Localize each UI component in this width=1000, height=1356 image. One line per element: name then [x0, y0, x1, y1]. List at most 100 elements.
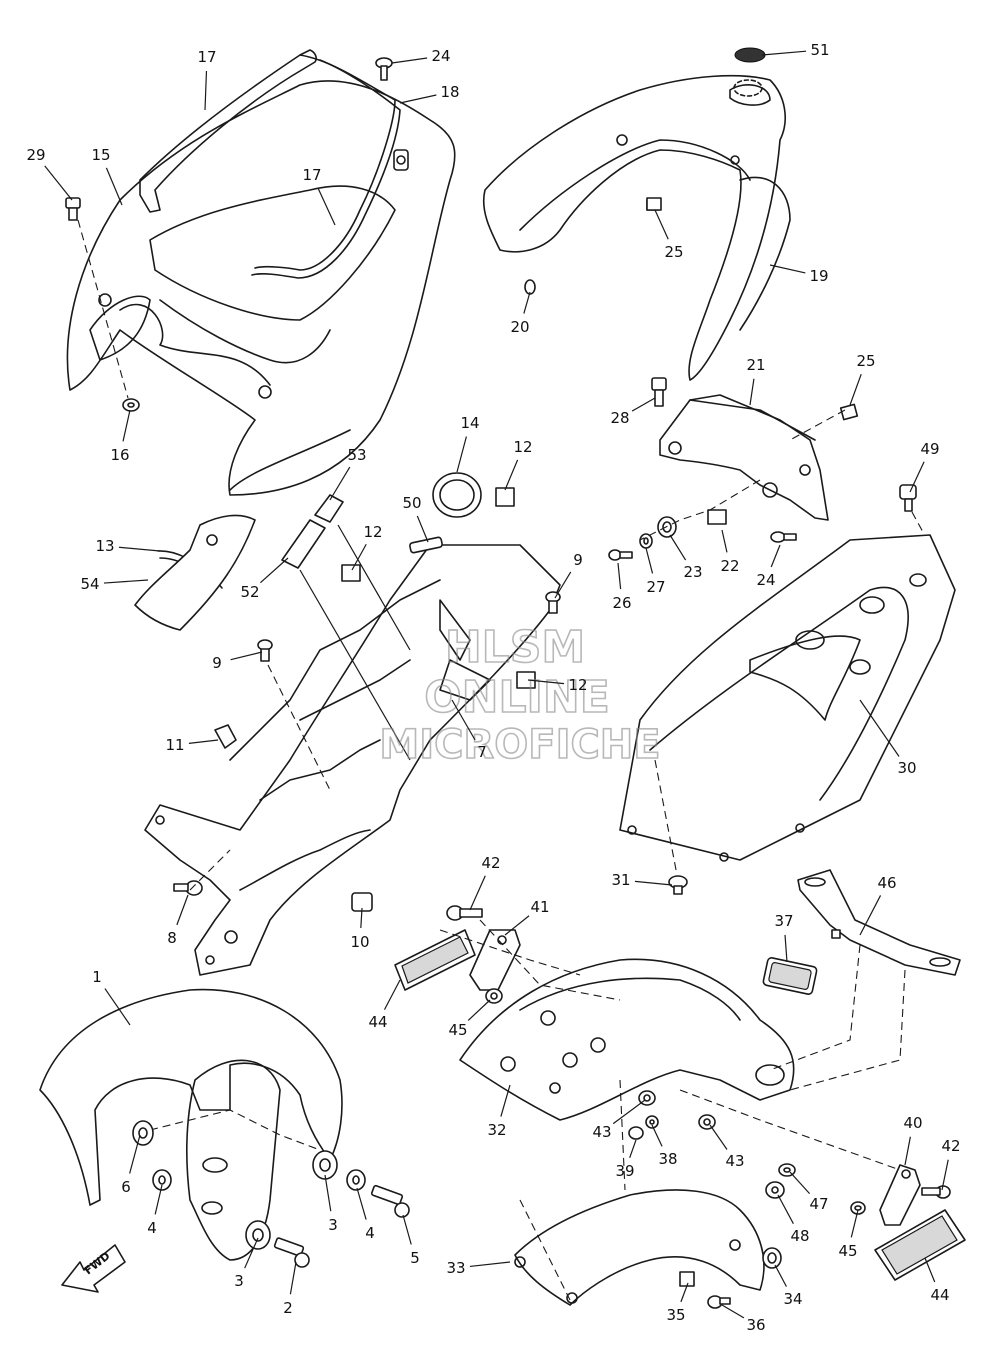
leader-line: [859, 699, 900, 757]
part-37-reflector: [762, 957, 818, 995]
part-22-nut: [707, 509, 727, 525]
leader-line: [617, 562, 622, 590]
callout-c52: 52: [240, 557, 289, 601]
leader-line: [129, 1134, 141, 1174]
part-39-nut: [628, 1126, 644, 1140]
callout-number: 52: [240, 583, 259, 601]
callout-number: 10: [350, 933, 369, 951]
callout-number: 2: [283, 1299, 293, 1317]
watermark-line-1: HLSM: [445, 622, 585, 673]
callout-number: 25: [664, 243, 683, 261]
part-45-nut-left: [485, 988, 503, 1004]
part-27-washer: [639, 533, 653, 549]
leader-line: [789, 1171, 811, 1195]
callout-c25b: 25: [849, 352, 876, 406]
callout-c21: 21: [746, 356, 766, 406]
callout-c13: 13: [95, 537, 161, 555]
leader-line: [176, 894, 189, 926]
part-50-damper: [409, 536, 443, 554]
part-52-strip: [281, 519, 326, 569]
leader-line: [769, 264, 806, 274]
leader-line: [103, 579, 149, 584]
callout-number: 38: [658, 1150, 677, 1168]
callout-c20: 20: [510, 291, 531, 336]
callout-number: 26: [612, 594, 631, 612]
leader-line: [504, 459, 519, 491]
callout-number: 19: [809, 267, 828, 285]
callout-c5: 5: [402, 1214, 420, 1267]
callout-number: 24: [756, 571, 775, 589]
leader-line: [904, 1136, 911, 1166]
callout-c3b: 3: [324, 1174, 338, 1234]
part-31-rivet: [668, 875, 688, 895]
callout-c29: 29: [26, 146, 73, 201]
assembly-line-32: [619, 1079, 626, 1191]
part-9-clip-left: [257, 639, 273, 662]
callout-c30: 30: [859, 699, 917, 777]
assembly-line-29-16: [77, 219, 129, 399]
callout-number: 20: [510, 318, 529, 336]
watermark-line-2: ONLINE: [424, 672, 610, 723]
callout-number: 30: [897, 759, 916, 777]
callout-c46: 46: [859, 874, 897, 936]
part-18-plate: [393, 149, 409, 171]
callout-number: 49: [920, 440, 939, 458]
callout-c26: 26: [612, 562, 632, 612]
part-36-screw: [707, 1295, 731, 1309]
leader-line: [230, 651, 263, 661]
callout-c43a: 43: [592, 1099, 646, 1141]
part-54-guard: [134, 514, 256, 631]
part-25-clip-upper: [646, 197, 662, 211]
part-3-damper-upper: [312, 1150, 338, 1180]
part-6-collar: [132, 1120, 154, 1146]
callout-c12b: 12: [504, 438, 533, 491]
leader-line: [402, 1214, 412, 1245]
assembly-line-44: [439, 929, 581, 976]
leader-line: [360, 907, 363, 929]
callout-c4a: 4: [147, 1184, 163, 1237]
part-11-clip: [214, 724, 237, 749]
part-15-side-cover: [66, 80, 456, 496]
part-17-trim-bands: [139, 49, 401, 279]
callout-number: 37: [774, 912, 793, 930]
guide-line-53: [337, 524, 411, 651]
callout-number: 3: [234, 1272, 244, 1290]
leader-line: [749, 378, 755, 406]
callout-c38: 38: [651, 1124, 678, 1168]
callout-c24a: 24: [391, 47, 451, 65]
callout-number: 45: [448, 1021, 467, 1039]
leader-line: [504, 915, 530, 936]
callout-number: 42: [481, 854, 500, 872]
callout-number: 9: [573, 551, 583, 569]
leader-line: [612, 1099, 646, 1125]
callout-c36: 36: [721, 1304, 766, 1334]
part-30-inner-fender: [619, 534, 956, 862]
leader-line: [645, 547, 654, 574]
callout-number: 17: [302, 166, 321, 184]
part-24-screw-top: [375, 57, 393, 81]
leader-line: [784, 934, 788, 963]
part-33-lower-cover: [514, 1189, 765, 1306]
part-16-grommet: [122, 398, 140, 412]
callout-c45b: 45: [838, 1209, 859, 1260]
leader-line: [631, 397, 656, 412]
leader-line: [523, 291, 531, 314]
callout-number: 1: [92, 968, 102, 986]
callout-c9a: 9: [212, 651, 263, 672]
callout-c19: 19: [769, 264, 829, 285]
part-4-collar-left: [152, 1169, 172, 1191]
callout-c9b: 9: [554, 551, 583, 599]
callout-c4b: 4: [356, 1187, 375, 1242]
leader-line: [416, 515, 429, 543]
callout-c28: 28: [610, 397, 656, 427]
leader-line: [118, 546, 161, 552]
callout-number: 25: [856, 352, 875, 370]
callout-number: 7: [477, 743, 487, 761]
part-5-bolt: [370, 1184, 410, 1218]
callout-c24b: 24: [756, 544, 781, 589]
callout-number: 50: [402, 494, 421, 512]
part-21-grab-bracket: [659, 394, 829, 521]
leader-line: [924, 1257, 936, 1283]
callout-number: 24: [431, 47, 450, 65]
